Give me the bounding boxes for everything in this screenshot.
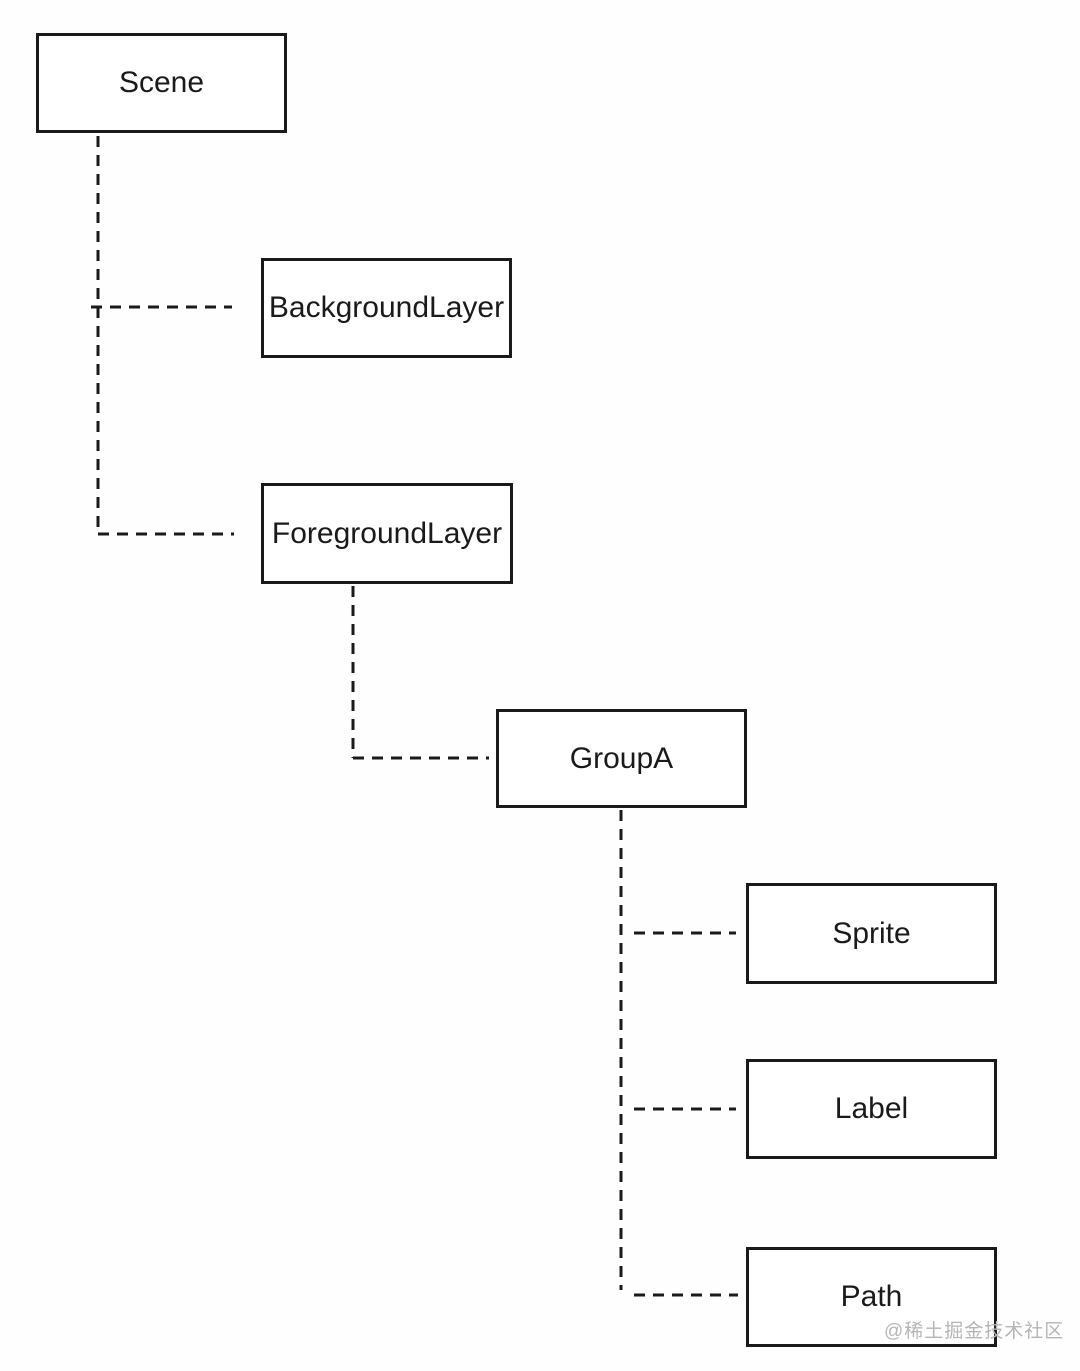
node-group-a-label: GroupA [569, 741, 674, 775]
node-scene-label: Scene [118, 66, 205, 99]
node-group-a: GroupA [496, 709, 747, 808]
node-label: Label [746, 1059, 997, 1159]
node-path-label: Path [840, 1280, 903, 1313]
watermark: @稀土掘金技术社区 [884, 1321, 1065, 1342]
node-sprite: Sprite [746, 883, 997, 984]
node-sprite-label: Sprite [832, 916, 911, 950]
node-label-label: Label [834, 1092, 909, 1125]
node-scene: Scene [36, 33, 287, 133]
node-background-layer: BackgroundLayer [261, 258, 512, 358]
node-foreground-layer: ForegroundLayer [261, 483, 513, 584]
node-foreground-layer-label: ForegroundLayer [271, 516, 503, 550]
node-background-layer-label: BackgroundLayer [268, 291, 505, 324]
node-path: Path [746, 1247, 997, 1347]
